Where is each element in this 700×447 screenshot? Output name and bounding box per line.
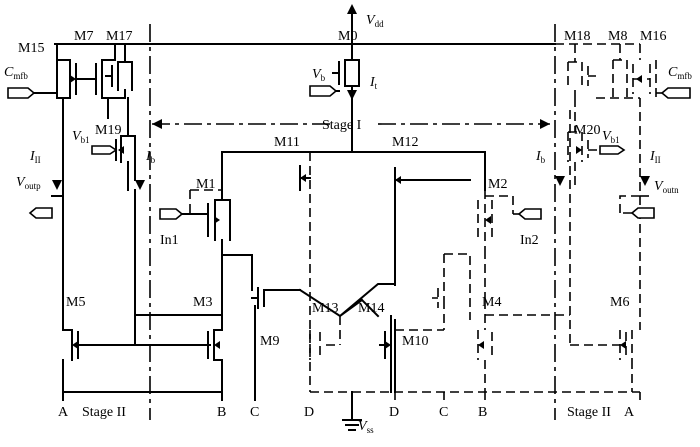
ib-left-arrow (135, 180, 145, 190)
stage-boundaries (149, 24, 556, 420)
label-m17: M17 (106, 29, 132, 44)
it-arrow (347, 90, 357, 100)
iii-left-arrow (52, 180, 62, 190)
label-m11: M11 (274, 135, 300, 150)
label-vb1-right: Vb1 (602, 129, 620, 145)
label-m0: M0 (338, 29, 357, 44)
label-ib-right: Ib (535, 149, 546, 165)
label-m18: M18 (564, 29, 590, 44)
bottom-label-a-left: A (58, 405, 69, 420)
bottom-label-d-left: D (304, 405, 314, 420)
cmfb-right-pin (660, 87, 691, 99)
vdd-arrow (347, 4, 357, 14)
label-m20: M20 (574, 123, 600, 138)
iii-right-arrow (640, 176, 650, 186)
bottom-label-c-left: C (250, 405, 259, 420)
transistor-labels: M0 M15 M7 M17 M18 M8 M16 M19 M20 M11 M12… (18, 29, 666, 420)
bottom-label-d-right: D (389, 405, 399, 420)
label-m16: M16 (640, 29, 666, 44)
label-vb1-left: Vb1 (72, 129, 90, 145)
label-m8: M8 (608, 29, 627, 44)
label-it: It (369, 75, 378, 91)
symbol-labels: Vdd Vss Vb It Cmfb Cmfb III III Vb1 Vb1 … (4, 13, 692, 435)
label-vss: Vss (358, 419, 374, 435)
label-m15: M15 (18, 41, 44, 56)
vb1-left-pin (91, 145, 118, 155)
arrows (52, 4, 650, 349)
in2-pin (517, 208, 542, 220)
label-m7: M7 (74, 29, 93, 44)
io-pins (7, 85, 691, 220)
label-m9: M9 (260, 334, 279, 349)
label-m12: M12 (392, 135, 418, 150)
bottom-label-b-left: B (217, 405, 226, 420)
label-ib-left: Ib (145, 149, 156, 165)
label-voutn: Voutn (654, 179, 679, 195)
label-m3: M3 (193, 295, 212, 310)
stage1-right-arrow (540, 119, 550, 129)
vb-pin (309, 85, 338, 97)
label-in2: In2 (520, 233, 539, 248)
voutp-pin (28, 207, 53, 219)
voutn-pin (630, 207, 655, 219)
label-vdd: Vdd (366, 13, 384, 29)
label-iii-right: III (649, 149, 661, 165)
cmfb-left-pin (7, 87, 36, 99)
label-m14: M14 (358, 301, 384, 316)
ib-right-arrow (555, 176, 565, 186)
label-m13: M13 (312, 301, 338, 316)
vb1-right-pin (599, 145, 626, 155)
label-stage1: Stage I (322, 118, 362, 133)
label-stage2-left: Stage II (82, 405, 126, 420)
label-vb: Vb (312, 67, 326, 83)
solid-wires (51, 11, 556, 431)
label-cmfb-left: Cmfb (4, 65, 28, 81)
label-voutp: Voutp (16, 175, 41, 191)
label-m4: M4 (482, 295, 501, 310)
label-stage2-right: Stage II (567, 405, 611, 420)
label-m1: M1 (196, 177, 215, 192)
label-cmfb-right: Cmfb (668, 65, 692, 81)
label-m6: M6 (610, 295, 629, 310)
stage1-left-arrow (152, 119, 162, 129)
bottom-label-c-right: C (439, 405, 448, 420)
label-m10: M10 (402, 334, 428, 349)
label-m2: M2 (488, 177, 507, 192)
label-in1: In1 (160, 233, 179, 248)
bottom-node-labels: A B C D D C B A (58, 405, 635, 420)
label-iii-left: III (29, 149, 41, 165)
label-m5: M5 (66, 295, 85, 310)
in1-pin (159, 208, 184, 220)
bottom-label-b-right: B (478, 405, 487, 420)
label-m19: M19 (95, 123, 121, 138)
bottom-label-a-right: A (624, 405, 635, 420)
